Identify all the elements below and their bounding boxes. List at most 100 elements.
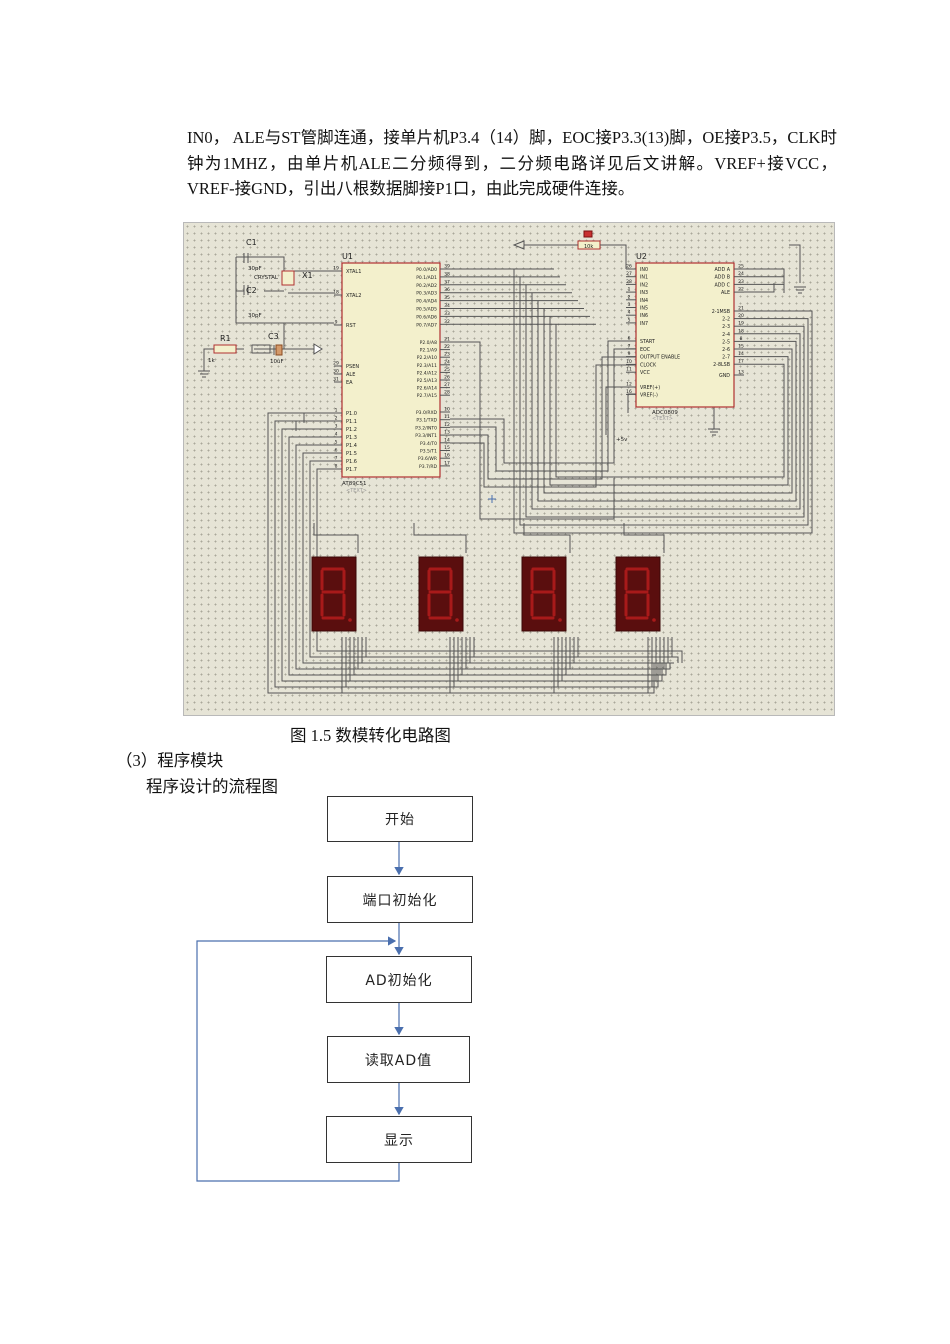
u1-label: U1: [342, 252, 353, 261]
u1-pin-num: 15: [444, 445, 450, 451]
u2-pin-name: IN7: [640, 321, 648, 327]
u2-pin-name: EOC: [640, 347, 651, 353]
u1-pin-name: PSEN: [346, 364, 359, 370]
u2-pin-name: ADD A: [715, 267, 731, 273]
u1-pin-num: 39: [444, 264, 450, 270]
u1-pin-num: 33: [444, 311, 450, 317]
label-r1-val: 1k: [208, 358, 215, 364]
u1-pin-num: 36: [444, 287, 450, 293]
u2-pin-name: IN6: [640, 313, 648, 319]
u2-pin-num: 19: [738, 321, 744, 327]
u2-pin-num: 15: [738, 344, 744, 350]
u1-pin-name: P3.0/RXD: [416, 410, 438, 416]
u2-pin-num: 24: [738, 271, 744, 277]
u2-pin-num: 28: [626, 279, 632, 285]
u1-pin-name: P3.5/T1: [420, 449, 437, 455]
u1-pin-num: 29: [333, 361, 339, 367]
u1-pin-name: P0.6/AD6: [416, 314, 437, 320]
u2-pin-name: 2-5: [722, 339, 730, 345]
u1-pin-name: P2.5/A13: [417, 378, 437, 384]
u1-pin-num: 35: [444, 295, 450, 301]
u1-pin-num: 26: [444, 375, 450, 381]
u2-pin-num: 18: [738, 328, 744, 334]
u1-pin-name: P2.1/A9: [420, 348, 437, 354]
u1-pin-name: P3.3/INT1: [415, 433, 437, 439]
u2-pin-num: 2: [628, 294, 631, 300]
u2-pin-name: 2-3: [722, 324, 730, 330]
u1-pin-num: 37: [444, 279, 450, 285]
label-c3: C3: [268, 332, 279, 341]
u1-pin-name: P1.1: [346, 419, 357, 425]
u1-pin-num: 17: [444, 460, 450, 466]
u2-pin-name: ADD C: [714, 282, 730, 288]
u1-pin-num: 25: [444, 367, 450, 373]
u2-chip: [635, 262, 735, 408]
u1-pin-num: 18: [333, 290, 339, 296]
u1-pin-name: P0.0/AD0: [416, 267, 437, 273]
u1-pin-num: 32: [444, 319, 450, 325]
u1-pin-num: 12: [444, 422, 450, 428]
body-paragraph: IN0， ALE与ST管脚连通，接单片机P3.4（14）脚，EOC接P3.3(1…: [187, 128, 837, 198]
u1-pin-name: P1.6: [346, 459, 357, 465]
label-crystal: CRYSTAL: [254, 275, 279, 281]
u2-pin-name: 2-4: [722, 332, 730, 338]
u2-pin-num: 1: [628, 287, 631, 293]
u2-pin-num: 27: [626, 271, 632, 277]
u1-pin-num: 13: [444, 430, 450, 436]
u1-pin-name: P3.7/RD: [419, 464, 438, 470]
u1-pin-name: XTAL2: [346, 293, 361, 299]
label-5v: +5v: [616, 437, 628, 443]
u1-pin-num: 38: [444, 271, 450, 277]
u1-pin-name: EA: [346, 380, 353, 386]
u1-pin-num: 16: [444, 453, 450, 459]
u2-pin-num: 10: [626, 359, 632, 365]
flow-box-display: 显示: [326, 1116, 472, 1163]
u1-pin-num: 14: [444, 437, 450, 443]
u1-pin-name: P1.2: [346, 427, 357, 433]
u1-pin-name: P0.3/AD3: [416, 291, 437, 297]
u1-pin-name: P1.0: [346, 411, 357, 417]
u1-pin-name: XTAL1: [346, 269, 361, 275]
u1-pin-name: P3.4/T0: [420, 441, 437, 447]
u2-label: U2: [636, 252, 647, 261]
u2-pin-name: VREF(-): [640, 392, 658, 398]
crystal-x1: [281, 270, 295, 286]
u2-pin-name: IN1: [640, 275, 648, 281]
u2-pin-num: 6: [628, 336, 631, 342]
u2-pin-num: 23: [738, 279, 744, 285]
u2-pin-num: 9: [628, 351, 631, 357]
label-rv-val: 10k: [584, 244, 593, 250]
u1-pin-num: 24: [444, 359, 450, 365]
u1-pin-num: 5: [335, 440, 338, 446]
u1-pin-num: 4: [335, 432, 338, 438]
section-heading: （3）程序模块: [116, 751, 224, 770]
u1-pin-num: 27: [444, 382, 450, 388]
u2-pin-num: 5: [628, 317, 631, 323]
flow-box-ad-init: AD初始化: [326, 956, 472, 1003]
u2-pin-num: 8: [740, 336, 743, 342]
u1-pin-num: 9: [335, 320, 338, 326]
flow-box-start: 开始: [327, 796, 473, 842]
u2-pin-name: ALE: [721, 290, 730, 296]
u1-pin-num: 34: [444, 303, 450, 309]
label-c1: C1: [246, 238, 257, 247]
u1-pin-num: 30: [333, 369, 339, 375]
u2-pin-name: OUTPUT ENABLE: [640, 355, 680, 361]
u2-pin-num: 25: [738, 264, 744, 270]
u1-pin-name: ALE: [346, 372, 355, 378]
u1-pin-name: P2.7/A15: [417, 393, 437, 399]
u2-pin-num: 4: [628, 310, 631, 316]
u1-pin-num: 1: [335, 408, 338, 414]
u1-pin-num: 6: [335, 448, 338, 454]
u1-pin-name: P0.4/AD4: [416, 299, 437, 305]
label-c1-val: 30pF: [248, 266, 262, 272]
u1-pin-name: P3.2/INT0: [415, 425, 437, 431]
u2-pin-name: START: [640, 339, 655, 345]
u1-pin-name: P1.3: [346, 435, 357, 441]
u1-pin-num: 23: [444, 352, 450, 358]
u1-pin-name: P0.7/AD7: [416, 322, 437, 328]
u1-pin-name: P0.2/AD2: [416, 283, 437, 289]
label-r1: R1: [220, 334, 231, 343]
